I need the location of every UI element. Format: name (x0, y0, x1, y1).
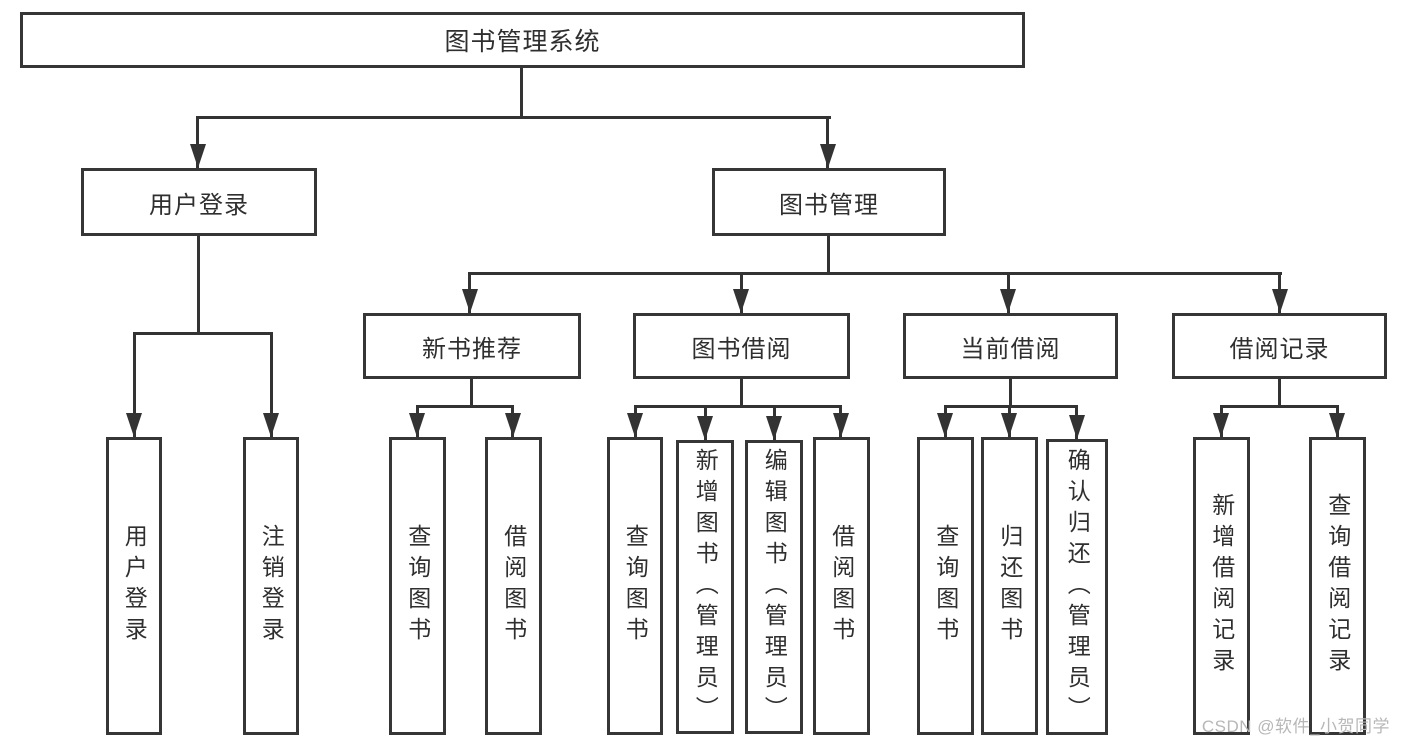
arrowhead-down-icon (409, 413, 425, 437)
node-current-borrowing: 当前借阅 (903, 313, 1118, 379)
connector-line (634, 405, 842, 408)
arrowhead-down-icon (505, 413, 521, 437)
node-book-management: 图书管理 (712, 168, 946, 236)
arrowhead-down-icon (937, 413, 953, 437)
node-new-book-recommendation: 新书推荐 (363, 313, 581, 379)
leaf-borrow-books-borrowing: 借阅图书 (813, 437, 870, 735)
leaf-label: 查询图书 (404, 524, 431, 648)
leaf-label: 归还图书 (996, 524, 1023, 648)
connector-line (416, 405, 514, 408)
connector-line (826, 116, 829, 168)
node-borrowing-records: 借阅记录 (1172, 313, 1387, 379)
leaf-user-login: 用户登录 (106, 437, 162, 735)
connector-line (270, 332, 273, 437)
watermark: CSDN @软件_小贺同学 (1201, 717, 1390, 736)
leaf-borrow-books-recommend: 借阅图书 (485, 437, 542, 735)
connector-line (1220, 405, 1338, 408)
connector-line (196, 116, 831, 119)
arrowhead-down-icon (627, 413, 643, 437)
leaf-label: 新增图书（管理员） (692, 447, 719, 727)
leaf-logout-login: 注销登录 (243, 437, 299, 735)
leaf-add-borrow-record: 新增借阅记录 (1193, 437, 1250, 735)
leaf-edit-book-admin: 编辑图书（管理员） (745, 440, 803, 734)
leaf-query-borrow-record: 查询借阅记录 (1309, 437, 1366, 735)
connector-line (197, 236, 200, 335)
arrowhead-down-icon (833, 413, 849, 437)
leaf-label: 编辑图书（管理员） (761, 447, 788, 727)
leaf-label: 查询图书 (932, 524, 959, 648)
leaf-label: 用户登录 (121, 524, 148, 648)
connector-line (133, 332, 273, 335)
arrowhead-down-icon (697, 416, 713, 440)
leaf-label: 查询图书 (622, 524, 649, 648)
arrowhead-down-icon (190, 144, 206, 168)
arrowhead-down-icon (766, 416, 782, 440)
node-label: 当前借阅 (960, 335, 1061, 363)
node-label: 图书借阅 (691, 335, 792, 363)
connector-line (827, 236, 830, 275)
arrowhead-down-icon (733, 289, 749, 313)
leaf-query-books-current: 查询图书 (917, 437, 974, 735)
arrowhead-down-icon (1069, 415, 1085, 439)
node-label: 用户登录 (149, 191, 249, 219)
node-label: 借阅记录 (1229, 335, 1330, 363)
connector-line (740, 379, 743, 408)
connector-line (133, 332, 136, 437)
leaf-label: 借阅图书 (500, 524, 527, 648)
node-book-borrowing: 图书借阅 (633, 313, 850, 379)
node-label: 新书推荐 (422, 335, 522, 363)
connector-line (196, 116, 199, 168)
leaf-label: 新增借阅记录 (1208, 493, 1235, 679)
node-root: 图书管理系统 (20, 12, 1025, 68)
leaf-return-book: 归还图书 (981, 437, 1038, 735)
leaf-query-books-borrowing: 查询图书 (607, 437, 663, 735)
connector-line (470, 379, 473, 408)
connector-line (1278, 379, 1281, 408)
connector-line (1009, 379, 1012, 408)
leaf-add-book-admin: 新增图书（管理员） (676, 440, 734, 734)
arrowhead-down-icon (1329, 413, 1345, 437)
arrowhead-down-icon (1272, 289, 1288, 313)
arrowhead-down-icon (462, 289, 478, 313)
connector-line (520, 67, 523, 118)
leaf-query-books-recommend: 查询图书 (389, 437, 446, 735)
arrowhead-down-icon (820, 144, 836, 168)
connector-line (468, 272, 1282, 275)
node-label: 图书管理 (779, 191, 879, 219)
leaf-label: 查询借阅记录 (1324, 493, 1351, 679)
connector-line (944, 405, 1078, 408)
arrowhead-down-icon (1001, 413, 1017, 437)
leaf-label: 确认归还（管理员） (1064, 447, 1091, 727)
leaf-label: 借阅图书 (828, 524, 855, 648)
arrowhead-down-icon (126, 413, 142, 437)
node-user-login: 用户登录 (81, 168, 317, 236)
leaf-confirm-return-admin: 确认归还（管理员） (1046, 439, 1108, 735)
arrowhead-down-icon (1000, 289, 1016, 313)
arrowhead-down-icon (1213, 413, 1229, 437)
leaf-label: 注销登录 (258, 524, 285, 648)
arrowhead-down-icon (263, 413, 279, 437)
node-root-label: 图书管理系统 (444, 28, 601, 56)
